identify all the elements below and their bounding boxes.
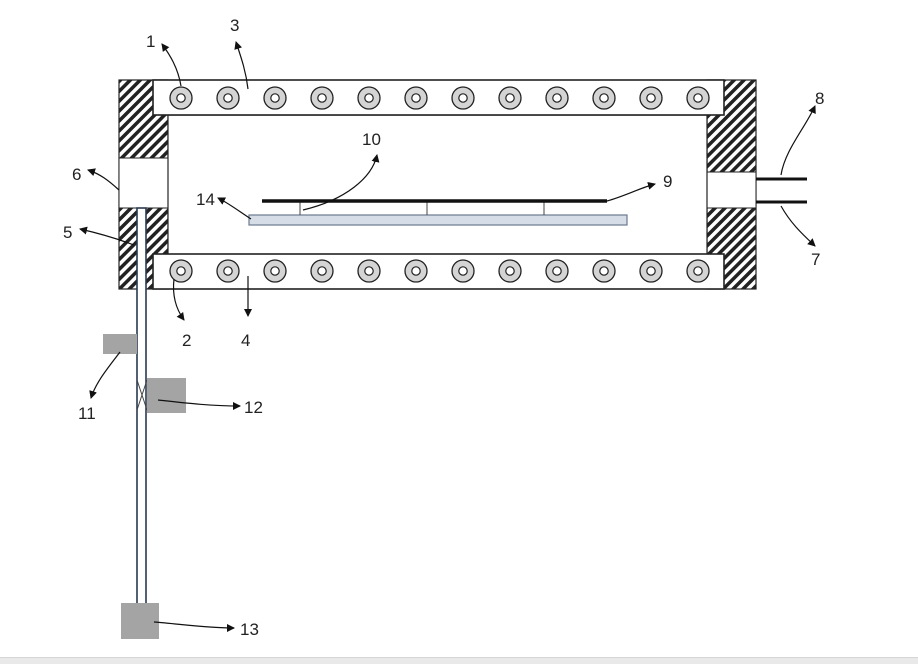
heating-coil-core [317,266,327,276]
heating-coil-core [646,266,656,276]
heating-coil-core [411,266,421,276]
leader-12 [157,399,241,410]
heating-coil-core [270,266,280,276]
leader-5 [79,226,135,246]
label-5: 5 [63,223,72,242]
leader-3 [234,41,249,90]
heating-coil-core [223,93,233,103]
valve-cross [136,379,148,411]
leader-7 [780,205,816,247]
component-13-block [121,603,159,639]
heating-coil-core [693,93,703,103]
heating-coil-core [364,266,374,276]
label-8: 8 [815,89,824,108]
leader-13 [153,621,235,632]
heating-coil-core [411,93,421,103]
label-10: 10 [362,130,381,149]
substrate-holder [248,214,628,226]
heating-coil-core [599,93,609,103]
leader-9 [606,181,656,202]
top-heating-coils [169,86,710,110]
label-2: 2 [182,331,191,350]
leader-8 [780,105,816,176]
label-9: 9 [663,172,672,191]
label-4: 4 [241,331,250,350]
leader-6 [87,168,120,191]
leader-14 [217,197,252,220]
component-11-block [103,334,137,354]
heating-coil-core [223,266,233,276]
label-14: 14 [196,190,215,209]
label-12: 12 [244,398,263,417]
window-bottom-edge [0,657,918,664]
heating-coil-core [552,93,562,103]
label-7: 7 [811,250,820,269]
leader-10 [302,154,380,211]
heating-coil-core [176,266,186,276]
bottom-heating-coils [169,259,710,283]
heating-coil-core [646,93,656,103]
leader-11 [89,351,121,399]
heating-coil-core [270,93,280,103]
heating-coil-core [317,93,327,103]
heating-coil-core [599,266,609,276]
furnace-chamber [167,114,708,256]
label-6: 6 [72,165,81,184]
label-1: 1 [146,32,155,51]
right-port-opening [706,171,757,209]
component-12-block [147,378,186,413]
heating-coil-core [693,266,703,276]
label-3: 3 [230,16,239,35]
heating-coil-core [505,93,515,103]
heating-coil-core [458,93,468,103]
heating-coil-core [458,266,468,276]
heating-coil-core [364,93,374,103]
heating-coil-core [552,266,562,276]
leader-2 [172,278,185,321]
heating-coil-core [505,266,515,276]
label-11: 11 [78,404,96,423]
heating-coil-core [176,93,186,103]
left-port-opening [118,157,169,209]
leader-1 [161,43,182,87]
label-13: 13 [240,620,259,639]
